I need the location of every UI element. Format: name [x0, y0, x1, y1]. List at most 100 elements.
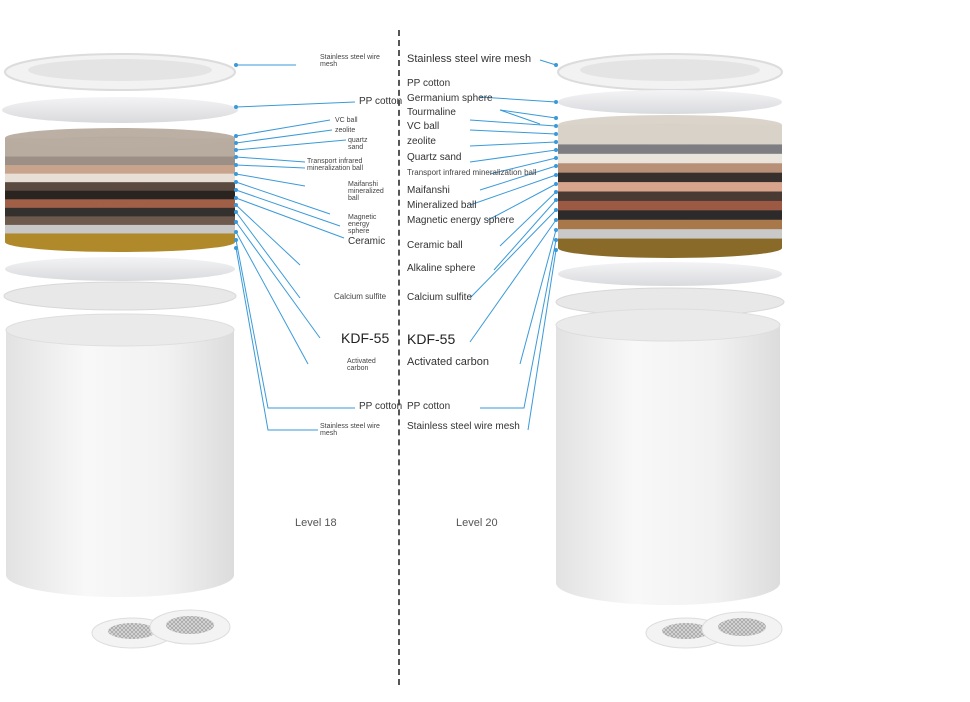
leader-dot: [234, 210, 238, 214]
left-label-pp-cotton-top: PP cotton: [359, 96, 403, 107]
leader-dot: [234, 180, 238, 184]
left-pp-pad-mid: [5, 257, 235, 281]
left-label-vc-ball: VC ball: [335, 117, 358, 124]
leader-line: [480, 239, 557, 409]
leader-dot: [554, 100, 558, 104]
right-label-mineralized-ball: Mineralized ball: [407, 200, 477, 211]
leader-line: [527, 249, 557, 431]
leader-line: [469, 141, 557, 147]
leader-line: [493, 199, 557, 271]
right-label-pp-cotton-top: PP cotton: [407, 78, 451, 89]
left-label-steel-mesh-bottom: Stainless steel wire mesh: [320, 423, 380, 437]
leader-dot: [234, 230, 238, 234]
left-label-ceramic: Ceramic: [348, 236, 386, 247]
leader-dot: [554, 198, 558, 202]
right-label-alkaline: Alkaline sphere: [407, 263, 476, 274]
right-label-vc-ball: VC ball: [407, 121, 440, 132]
leader-dot: [234, 134, 238, 138]
left-label-quartz-sand: quartz sand: [348, 137, 368, 151]
left-label-calcium-sulfite: Calcium sulfite: [334, 292, 387, 301]
leader-dot: [554, 124, 558, 128]
leader-dot: [234, 172, 238, 176]
leader-dot: [234, 203, 238, 207]
leader-line: [235, 129, 333, 144]
leader-line: [235, 164, 306, 169]
right-label-pp-cotton-bottom: PP cotton: [407, 401, 451, 412]
leader-dot: [554, 63, 558, 67]
leader-line: [479, 165, 557, 191]
right-mesh-washers: [645, 611, 783, 649]
leader-dot: [554, 208, 558, 212]
left-label-kdf55: KDF-55: [341, 330, 390, 346]
leader-dot: [234, 163, 238, 167]
leader-line: [235, 211, 301, 299]
right-label-kdf55: KDF-55: [407, 331, 456, 347]
left-calcium-pad: [3, 281, 237, 311]
leader-dot: [234, 105, 238, 109]
left-media-layers: [5, 128, 235, 252]
leader-line: [469, 129, 557, 135]
right-label-steel-mesh-top: Stainless steel wire mesh: [407, 53, 532, 65]
leader-line: [235, 139, 347, 151]
leader-dot: [554, 218, 558, 222]
leader-dot: [554, 156, 558, 160]
leader-line: [487, 183, 557, 221]
leader-dot: [554, 182, 558, 186]
leader-line: [235, 119, 331, 137]
right-pp-pad-mid: [558, 262, 782, 286]
right-layer-top: [558, 115, 782, 135]
leader-line: [489, 157, 557, 175]
leader-line: [235, 247, 318, 431]
left-pp-pad-top: [2, 97, 238, 123]
left-label-zeolite: zeolite: [335, 127, 356, 134]
leader-dot: [554, 132, 558, 136]
leader-line: [469, 219, 557, 343]
right-label-quartz-sand: Quartz sand: [407, 152, 462, 163]
left-label-magnetic: Magnetic energy sphere: [348, 214, 377, 235]
left-label-infrared-ball: Transport infrared mineralization ball: [307, 158, 364, 172]
right-label-maifanshi: Maifanshi: [407, 185, 450, 196]
leader-dot: [234, 148, 238, 152]
leader-line: [469, 119, 557, 127]
right-label-zeolite: zeolite: [407, 136, 436, 147]
center-divider: [398, 30, 400, 685]
leader-line: [479, 96, 557, 103]
leader-dot: [554, 190, 558, 194]
leader-line: [235, 173, 306, 187]
leader-line: [499, 109, 557, 125]
leader-line: [235, 221, 321, 339]
leader-dot: [554, 173, 558, 177]
right-housing: [556, 325, 780, 605]
left-mesh-washers: [91, 609, 231, 649]
leader-dot: [554, 140, 558, 144]
leader-line: [235, 197, 345, 239]
right-label-tourmaline: Tourmaline: [407, 107, 456, 118]
left-housing: [6, 330, 234, 597]
leader-line: [235, 156, 306, 163]
leader-line: [469, 149, 557, 163]
leader-dot: [234, 238, 238, 242]
leader-line: [235, 181, 331, 215]
right-label-steel-mesh-bottom: Stainless steel wire mesh: [407, 421, 520, 432]
right-level-label: Level 20: [456, 517, 498, 529]
right-pp-pad-top: [558, 90, 782, 114]
right-label-activated-carbon: Activated carbon: [407, 356, 489, 368]
right-label-infrared-ball: Transport infrared mineralization ball: [407, 168, 537, 177]
left-label-maifanshi: Maifanshi mineralized ball: [348, 181, 384, 202]
leader-line: [235, 189, 341, 227]
leader-dot: [554, 238, 558, 242]
leader-line: [539, 59, 557, 66]
right-label-calcium-sulfite: Calcium sulfite: [407, 292, 473, 303]
leader-dot: [234, 220, 238, 224]
leader-line: [469, 174, 557, 206]
leader-dot: [554, 228, 558, 232]
leader-line: [469, 209, 557, 299]
left-label-pp-cotton-bottom: PP cotton: [359, 401, 403, 412]
leader-line: [519, 229, 557, 365]
leader-lines: [234, 59, 558, 431]
leader-dot: [554, 148, 558, 152]
right-label-ceramic-ball: Ceramic ball: [407, 240, 463, 251]
leader-dot: [234, 155, 238, 159]
